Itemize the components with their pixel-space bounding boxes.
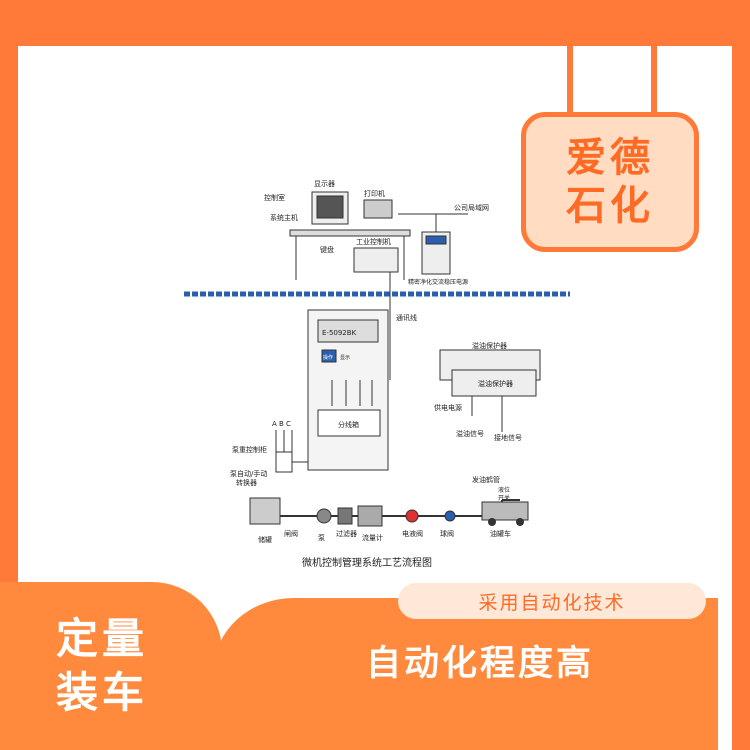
label-display-small: 显示 [340, 355, 350, 361]
label-overflow-2: 溢油保护器 [478, 379, 513, 388]
label-control-room: 控制室 [264, 193, 285, 202]
label-operate: 操作 [323, 354, 333, 361]
hang-line-right [651, 46, 657, 116]
brand-badge: 爱德 石化 [521, 112, 699, 252]
label-controller-model: E-5092BK [322, 329, 357, 337]
feature-pill: 采用自动化技术 [398, 583, 706, 619]
bottom-left-line-1: 定量 [55, 614, 148, 663]
label-junction: 分线箱 [338, 420, 359, 429]
label-lan: 公司局域网 [454, 203, 489, 212]
label-gate-valve: 闸阀 [284, 529, 298, 538]
label-keyboard: 键盘 [320, 245, 334, 254]
brand-line-1: 爱德 [566, 135, 654, 181]
brand-line-2: 石化 [566, 183, 654, 229]
label-filter: 过滤器 [336, 529, 357, 538]
label-tank: 储罐 [258, 535, 272, 544]
diagram-caption: 微机控制管理系统工艺流程图 [302, 556, 432, 569]
label-switch-2: 转换器 [236, 478, 257, 487]
flowmeter-icon [357, 505, 383, 527]
label-abc: A B C [272, 420, 291, 428]
printer-icon [363, 199, 393, 219]
pump-cabinet [275, 451, 293, 473]
bottom-left-line-2: 装车 [55, 668, 148, 717]
label-display: 显示器 [314, 180, 335, 188]
label-flowmeter: 流量计 [362, 533, 383, 542]
solenoid-valve-icon [405, 509, 419, 523]
diagram-svg: 显示器 控制室 打印机 系统主机 公司局域网 工业控制机 键盘 精密净化交流稳压… [184, 180, 570, 569]
filter-icon [337, 507, 353, 525]
junction-box [317, 409, 381, 437]
label-switch-1: 泵自动/手动 [230, 469, 267, 478]
label-power-feed: 供电电源 [434, 403, 462, 412]
label-level-1: 液位 [498, 486, 510, 494]
label-overflow-1: 溢油保护器 [472, 341, 507, 350]
tanker-icon [481, 501, 529, 521]
hang-line-left [567, 46, 573, 116]
label-pump-cabinet: 泵重控制柜 [232, 445, 267, 454]
label-overflow-signal: 溢油信号 [456, 429, 484, 438]
label-ground-signal: 接地信号 [494, 433, 522, 442]
tank-icon [249, 497, 281, 525]
ball-valve-icon [444, 510, 456, 522]
label-loading-arm: 发油鹤管 [472, 475, 500, 484]
label-pump: 泵 [318, 534, 325, 542]
overflow-protector-2 [451, 369, 537, 397]
process-flow-diagram: 显示器 控制室 打印机 系统主机 公司局域网 工业控制机 键盘 精密净化交流稳压… [172, 170, 590, 580]
label-ball-valve: 球阀 [440, 529, 454, 538]
bottom-left-block: 定量 装车 [0, 582, 222, 750]
pump-icon [316, 508, 332, 524]
label-comm-line: 通讯线 [396, 313, 417, 322]
desk-top [289, 229, 411, 237]
label-solenoid-valve: 电液阀 [402, 529, 423, 538]
label-tanker: 油罐车 [490, 529, 511, 538]
feature-pill-text: 采用自动化技术 [478, 591, 626, 614]
label-power-supply: 精密净化交流稳压电源 [408, 278, 468, 286]
label-printer: 打印机 [364, 189, 385, 198]
label-level-2: 开关 [498, 494, 510, 502]
ipc-icon [353, 247, 399, 273]
label-ipc: 工业控制机 [356, 237, 391, 246]
label-host: 系统主机 [270, 213, 298, 222]
bottom-main-block [214, 598, 718, 750]
headline: 自动化程度高 [365, 643, 594, 684]
